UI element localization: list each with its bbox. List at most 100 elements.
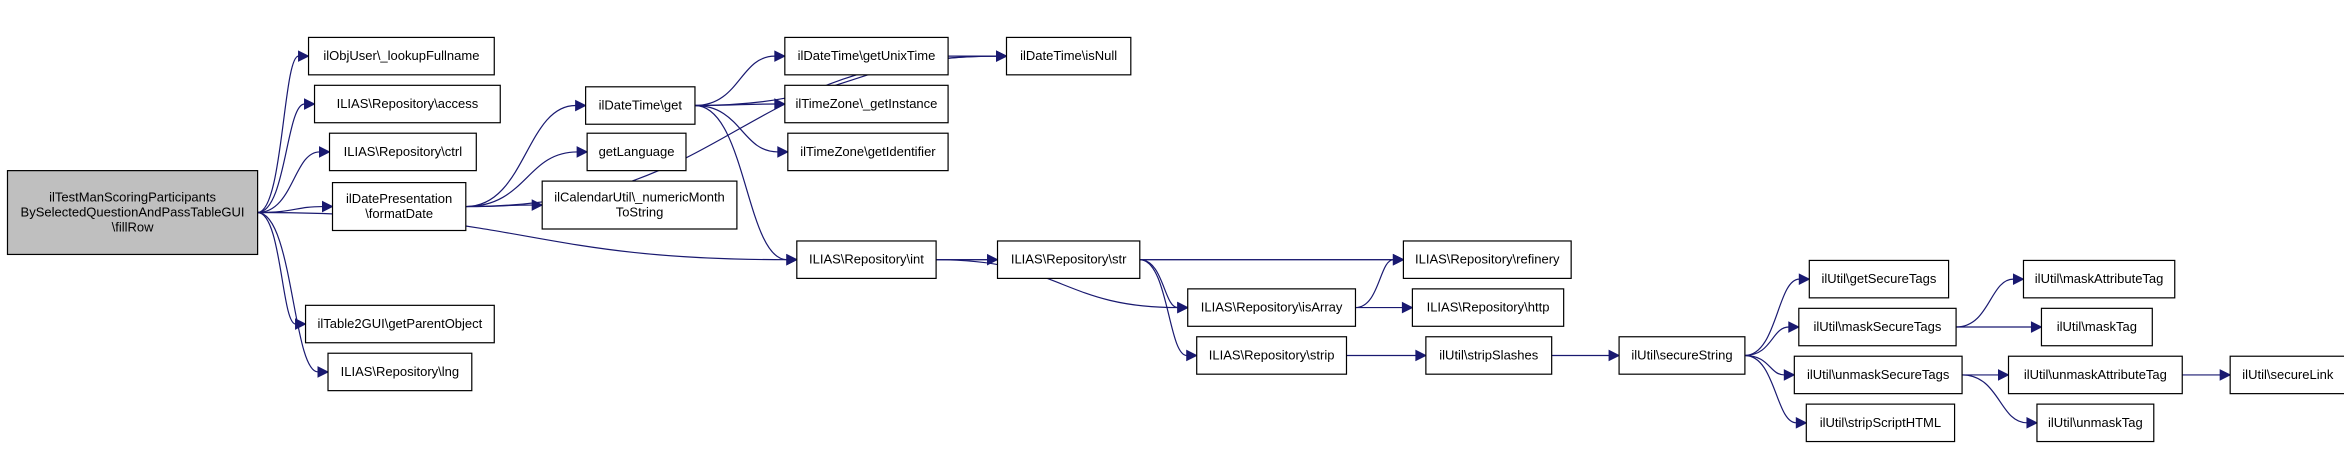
graph-node[interactable]: ilDateTime\getUnixTime	[784, 36, 949, 76]
node-box	[1798, 307, 1957, 347]
arrowhead-icon	[575, 99, 587, 112]
edge-line	[257, 103, 305, 214]
arrowhead-icon	[1998, 369, 2010, 381]
graph-node[interactable]: ILIAS\Repository\strip	[1196, 336, 1348, 375]
node-box	[313, 84, 501, 124]
node-box	[2022, 259, 2176, 299]
node-label: ilUtil\unmaskTag	[2048, 415, 2143, 430]
node-box	[996, 240, 1141, 279]
graph-node[interactable]: ILIAS\Repository\refinery	[1402, 240, 1572, 279]
edge-arrow	[1355, 301, 1414, 314]
edge-arrow	[694, 104, 789, 158]
node-label: ilTestManScoringParticipants	[49, 190, 216, 205]
node-box	[585, 86, 696, 125]
edge-line	[1355, 259, 1394, 309]
node-label: BySelectedQuestionAndPassTableGUI	[21, 205, 245, 220]
edge-arrow	[1744, 354, 1808, 429]
edge-arrow	[1956, 273, 2025, 328]
graph-node[interactable]: ilUtil\unmaskSecureTags	[1793, 355, 1963, 395]
edge-line	[1744, 354, 1785, 376]
edge-line	[1956, 278, 2014, 328]
graph-node[interactable]: ilTable2GUI\getParentObject	[304, 304, 495, 344]
edge-line	[1139, 259, 1187, 357]
graph-node[interactable]: ILIAS\Repository\lng	[327, 352, 473, 392]
graph-node[interactable]: ILIAS\Repository\str	[996, 240, 1141, 279]
node-box	[2040, 307, 2153, 347]
arrowhead-icon	[1392, 253, 1405, 266]
graph-node[interactable]: ilUtil\unmaskTag	[2036, 403, 2155, 443]
root-node[interactable]: ilTestManScoringParticipantsBySelectedQu…	[6, 170, 259, 256]
node-label: ilTimeZone\_getInstance	[796, 96, 938, 111]
node-box	[784, 36, 949, 76]
node-label: ilCalendarUtil\_numericMonth	[554, 190, 725, 205]
graph-node[interactable]: ilObjUser\_lookupFullname	[307, 36, 495, 76]
edge-arrow	[1139, 253, 1405, 266]
node-box	[328, 132, 477, 172]
arrowhead-icon	[2026, 417, 2039, 429]
node-label: \formatDate	[365, 206, 433, 221]
node-label: ilUtil\secureString	[1631, 347, 1732, 362]
nodes-layer: ilTestManScoringParticipantsBySelectedQu…	[6, 36, 2344, 443]
edge-arrow	[1744, 273, 1811, 357]
node-label: ilTable2GUI\getParentObject	[318, 316, 483, 331]
edge-line	[257, 211, 296, 325]
arrowhead-icon	[1401, 301, 1414, 314]
node-box	[331, 182, 467, 232]
node-label: ilDateTime\get	[599, 98, 683, 113]
graph-node[interactable]: ilDateTime\get	[585, 86, 696, 125]
graph-node[interactable]: ilUtil\stripScriptHTML	[1805, 403, 1956, 443]
node-label: ilUtil\stripScriptHTML	[1820, 415, 1941, 430]
edge-arrow	[465, 99, 587, 208]
node-box	[787, 132, 949, 172]
edge-line	[257, 211, 319, 373]
arrowhead-icon	[1186, 349, 1198, 362]
arrowhead-icon	[2012, 273, 2025, 285]
graph-node[interactable]: ILIAS\Repository\access	[313, 84, 501, 124]
node-label: ilUtil\maskSecureTags	[1814, 319, 1942, 334]
graph-node[interactable]: ilUtil\secureString	[1618, 336, 1746, 375]
edge-arrow	[948, 50, 1008, 62]
arrowhead-icon	[1415, 349, 1427, 362]
node-box	[6, 170, 259, 256]
graph-node[interactable]: ILIAS\Repository\int	[796, 240, 937, 279]
arrowhead-icon	[1177, 301, 1189, 314]
graph-node[interactable]: ILIAS\Repository\isArray	[1187, 288, 1357, 327]
node-label: ILIAS\Repository\lng	[341, 364, 460, 379]
node-box	[1005, 36, 1132, 76]
arrowhead-icon	[2030, 321, 2043, 333]
edge-arrow	[1551, 349, 1621, 362]
graph-node[interactable]: ilDatePresentation\formatDate	[331, 182, 467, 232]
edge-line	[1744, 354, 1797, 424]
graph-node[interactable]: ilTimeZone\getIdentifier	[787, 132, 949, 172]
graph-node[interactable]: ilUtil\stripSlashes	[1425, 336, 1553, 375]
node-box	[1808, 259, 1950, 299]
edge-line	[1744, 278, 1800, 357]
edge-arrow	[1962, 374, 2039, 429]
node-label: getLanguage	[599, 144, 675, 159]
graph-node[interactable]: ilUtil\secureLink	[2229, 355, 2344, 395]
graph-node[interactable]: ILIAS\Repository\http	[1411, 288, 1565, 327]
node-label: ilDatePresentation	[346, 191, 452, 206]
graph-node[interactable]: ilUtil\maskTag	[2040, 307, 2153, 347]
edge-arrow	[1355, 253, 1405, 309]
arrowhead-icon	[1788, 321, 1800, 333]
node-box	[327, 352, 473, 392]
node-label: ILIAS\Repository\isArray	[1201, 300, 1343, 315]
graph-node[interactable]: ilUtil\maskSecureTags	[1798, 307, 1957, 347]
graph-node[interactable]: ilTimeZone\_getInstance	[784, 84, 949, 124]
graph-node[interactable]: ilUtil\maskAttributeTag	[2022, 259, 2176, 299]
graph-node[interactable]: ilUtil\unmaskAttributeTag	[2007, 355, 2183, 395]
edge-arrow	[465, 146, 589, 208]
node-label: ilUtil\getSecureTags	[1821, 271, 1936, 286]
graph-node[interactable]: ILIAS\Repository\ctrl	[328, 132, 477, 172]
edge-line	[694, 55, 775, 107]
graph-node[interactable]: getLanguage	[586, 132, 687, 172]
arrowhead-icon	[1783, 369, 1796, 381]
graph-node[interactable]: ilDateTime\isNull	[1005, 36, 1132, 76]
node-box	[796, 240, 937, 279]
graph-node[interactable]: ilUtil\getSecureTags	[1808, 259, 1950, 299]
edge-arrow	[1744, 354, 1796, 381]
node-label: ILIAS\Repository\int	[809, 252, 924, 267]
node-box	[304, 304, 495, 344]
